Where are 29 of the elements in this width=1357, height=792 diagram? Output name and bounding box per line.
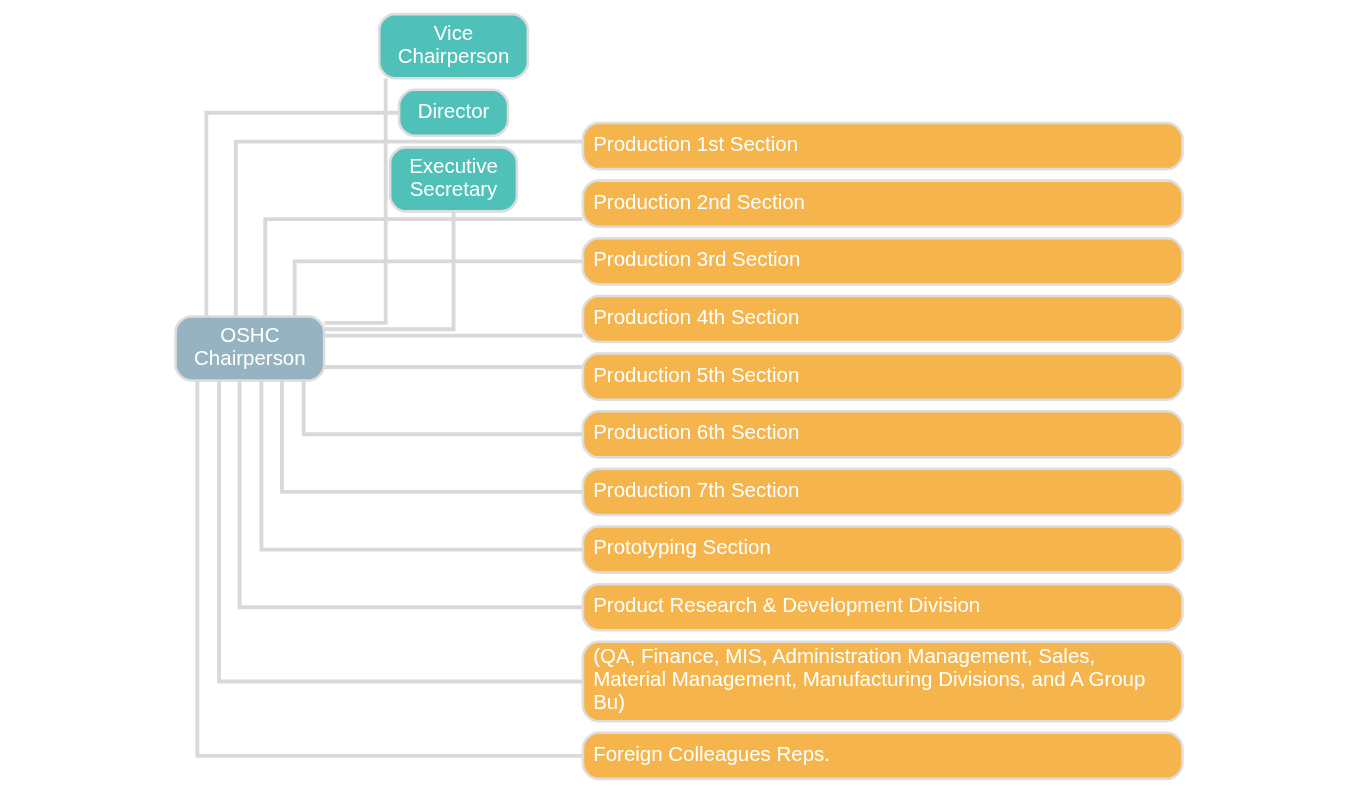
node-box: Executive Secretary bbox=[388, 145, 518, 213]
connector bbox=[216, 380, 582, 683]
node-box: OSHC Chairperson bbox=[173, 314, 325, 382]
node-box: Production 6th Section bbox=[581, 409, 1184, 459]
connector bbox=[237, 380, 583, 609]
connector bbox=[323, 364, 583, 369]
connector bbox=[279, 380, 583, 494]
node-box: (QA, Finance, MIS, Administration Management, Sales, Material Management, Manufacturing Divisions, and A Group Bu) bbox=[581, 640, 1184, 722]
connector bbox=[292, 258, 583, 316]
node-box: Director bbox=[397, 87, 509, 137]
node-box: Production 5th Section bbox=[581, 351, 1184, 401]
connector bbox=[194, 380, 583, 758]
connector bbox=[323, 333, 583, 338]
connector bbox=[262, 216, 583, 316]
node-box: Production 3rd Section bbox=[581, 236, 1184, 286]
node-box: Production 1st Section bbox=[581, 121, 1184, 170]
connector bbox=[203, 110, 399, 316]
node-box: Foreign Colleagues Reps. bbox=[581, 731, 1184, 780]
connector bbox=[301, 380, 583, 436]
connector bbox=[324, 211, 455, 331]
node-box: Production 2nd Section bbox=[581, 178, 1184, 228]
connector bbox=[233, 139, 583, 316]
node-box: Product Research & Development Division bbox=[581, 582, 1184, 632]
connector bbox=[258, 380, 582, 551]
node-box: Production 4th Section bbox=[581, 294, 1184, 343]
node-box: Production 7th Section bbox=[581, 467, 1184, 516]
node-box: Vice Chairperson bbox=[377, 12, 529, 79]
connector bbox=[324, 77, 388, 325]
node-box: Prototyping Section bbox=[581, 524, 1184, 574]
